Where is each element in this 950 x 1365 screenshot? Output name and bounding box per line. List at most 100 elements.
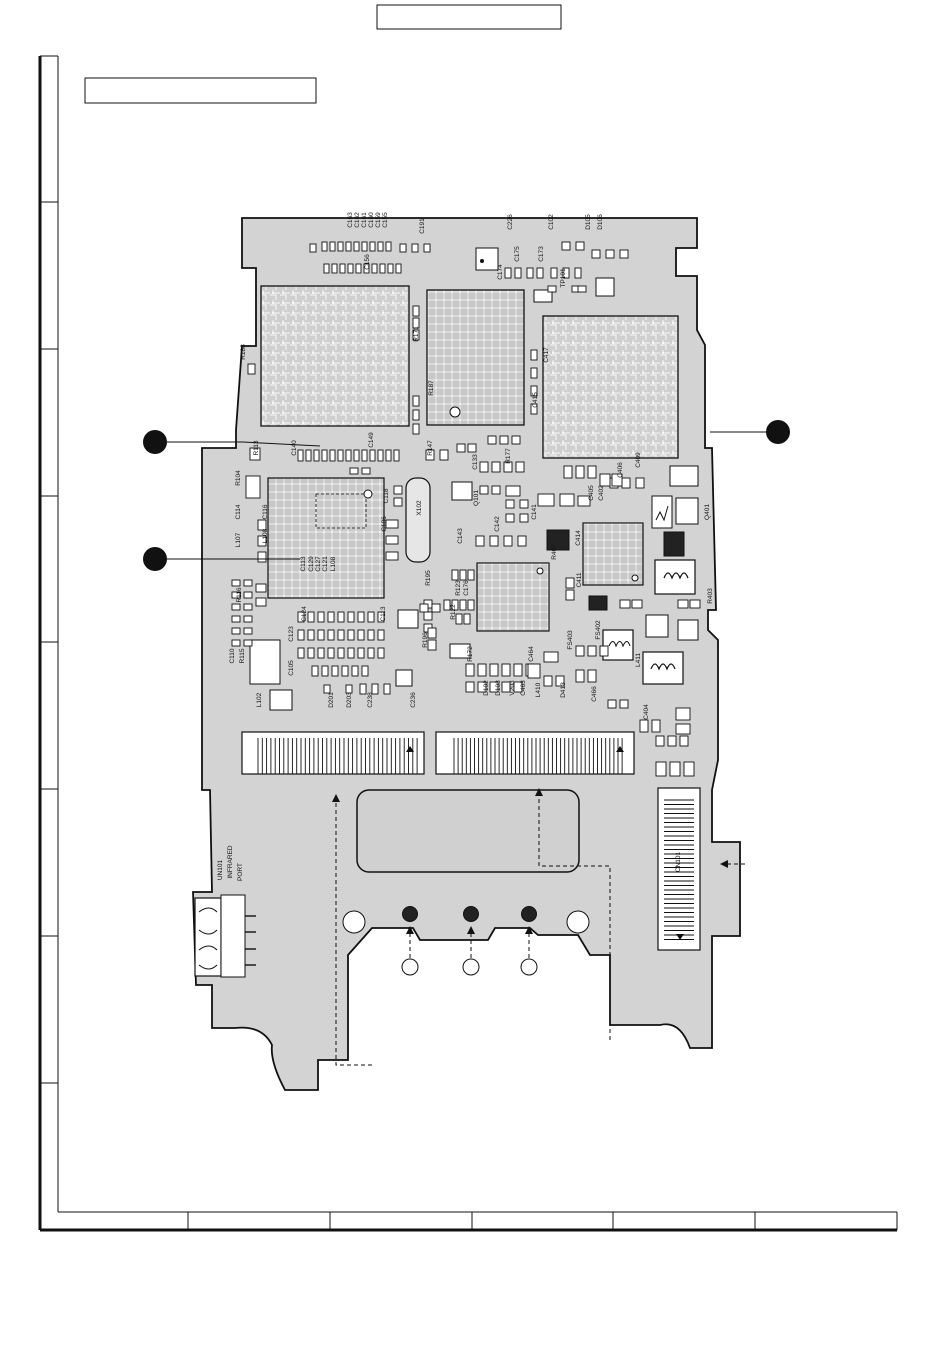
component-lower (501, 663, 511, 677)
component-label-l107: L107 (235, 532, 242, 547)
component-lower (465, 663, 475, 677)
page-title-box (376, 4, 562, 30)
capacitor (639, 719, 649, 733)
component-label-fs402: FS402 (595, 620, 602, 640)
capacitor (562, 267, 570, 279)
capacitor-block (537, 493, 555, 507)
resistor-block (577, 495, 591, 507)
resistor (412, 305, 420, 317)
ic-qfp-center (476, 562, 550, 632)
capacitor (243, 639, 253, 647)
capacitor (619, 699, 629, 709)
resistor (451, 599, 459, 611)
component-label-r123: R123 (455, 580, 462, 596)
resistor-r188 (247, 363, 256, 375)
component-label-d105: D105 (585, 214, 592, 230)
component-label-c121: C121 (322, 556, 329, 572)
capacitor (530, 367, 538, 379)
capacitor (555, 675, 565, 687)
mounting-hole-right (566, 910, 590, 934)
callout-circle-3 (520, 958, 538, 976)
component-label-r187: R187 (428, 380, 435, 396)
diode (605, 249, 615, 259)
capacitor-row (377, 449, 384, 462)
fuse (575, 645, 585, 657)
capacitor (341, 665, 349, 677)
component-label-c155: C155 (382, 212, 389, 228)
component-label-c466: C466 (591, 686, 598, 702)
capacitor-grid (317, 647, 325, 659)
capacitor-top-row (369, 241, 376, 252)
component-label-c238: C238 (367, 692, 374, 708)
callout-dot-b (143, 547, 167, 571)
transistor-right2 (677, 619, 699, 641)
capacitor (231, 579, 241, 587)
capacitor-grid (327, 611, 335, 623)
capacitor (243, 627, 253, 635)
coil-inductor (654, 559, 696, 595)
resistor (419, 603, 429, 613)
component-label-c175: C175 (514, 246, 521, 262)
connector-right (435, 731, 635, 775)
resistor (631, 599, 643, 609)
capacitor (309, 243, 317, 253)
capacitor (517, 535, 527, 547)
component-dark-r407 (546, 529, 570, 551)
capacitor (323, 263, 330, 274)
capacitor-row (393, 449, 400, 462)
capacitor (499, 435, 509, 445)
component-label-r116: R116 (236, 587, 243, 602)
component-label-c415: C415 (532, 392, 539, 408)
component-lower (465, 681, 475, 693)
capacitor (503, 461, 513, 473)
resistor (412, 329, 420, 341)
capacitor (331, 665, 339, 677)
capacitor (504, 267, 512, 279)
fuse (587, 645, 597, 657)
capacitor (243, 591, 253, 599)
button-contact-3 (521, 906, 537, 922)
component-label-q401: Q401 (704, 504, 711, 520)
capacitor (655, 761, 667, 777)
resistor (467, 443, 477, 453)
capacitor-grid (327, 629, 335, 641)
resistor (619, 599, 631, 609)
resistor-r104 (245, 475, 261, 499)
capacitor (331, 263, 338, 274)
dashed-arrows (335, 794, 745, 1066)
capacitor-row (305, 449, 312, 462)
capacitor (371, 683, 379, 695)
capacitor-grid (337, 647, 345, 659)
capacitor-grid (297, 629, 305, 641)
capacitor (503, 535, 513, 547)
capacitor-grid (377, 647, 385, 659)
capacitor-row (385, 449, 392, 462)
capacitor-grid (357, 647, 365, 659)
capacitor (519, 499, 529, 509)
capacitor (565, 577, 575, 589)
component-label-r177: R177 (505, 448, 512, 464)
resistor (412, 409, 420, 421)
capacitor (514, 267, 522, 279)
capacitor (635, 477, 645, 489)
capacitor-grid (317, 611, 325, 623)
component-label-c110: C110 (229, 648, 236, 663)
component-zigzag (651, 495, 673, 529)
component-label-d103: D103 (495, 680, 502, 696)
component-label-r407: R407 (551, 544, 558, 560)
capacitor (231, 591, 241, 599)
capacitor-grid (377, 629, 385, 641)
capacitor-row (329, 449, 336, 462)
diode (591, 249, 601, 259)
capacitor-large (669, 465, 699, 487)
capacitor (339, 263, 346, 274)
resistor (677, 599, 689, 609)
capacitor-grid (297, 611, 305, 623)
capacitor (231, 603, 241, 611)
component-label-c160: C160 (368, 212, 375, 228)
resistor (427, 627, 437, 639)
capacitor (385, 535, 399, 545)
capacitor (243, 579, 253, 587)
